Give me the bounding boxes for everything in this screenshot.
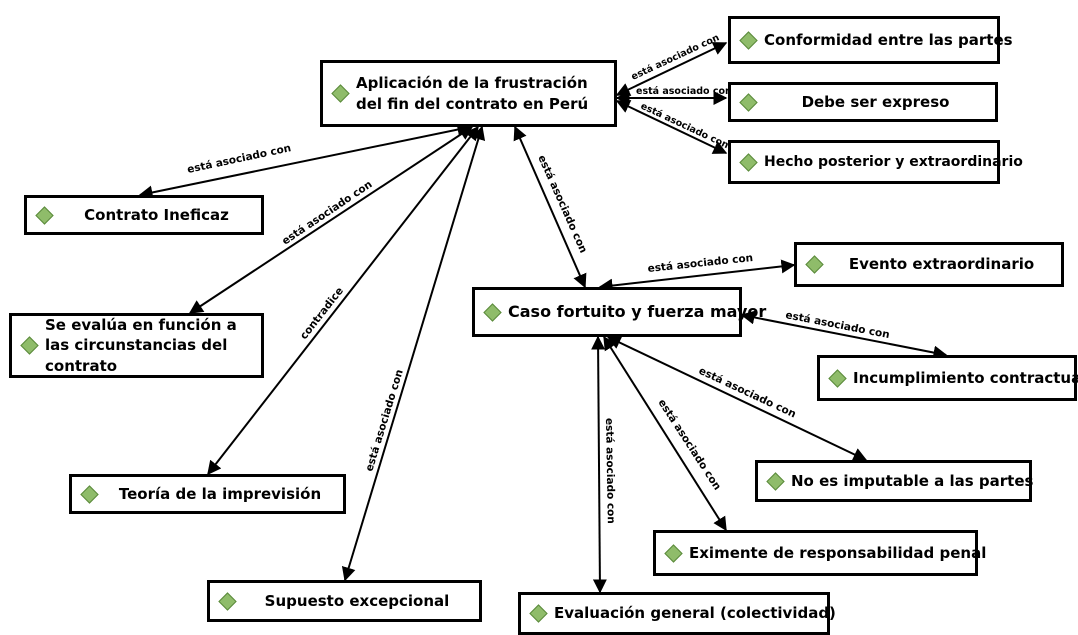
node-evaluacion-general[interactable]: Evaluación general (colectividad) <box>518 592 836 635</box>
node-incumplimiento[interactable]: Incumplimiento contractual <box>817 355 1078 401</box>
diamond-icon <box>664 543 683 563</box>
edge-label: está asociado con <box>784 309 890 341</box>
node-teoria-imprevision[interactable]: Teoría de la imprevisión <box>69 474 346 514</box>
edge-label: está asociado con <box>186 142 292 176</box>
edge-label: está asociado con <box>603 418 617 524</box>
node-no-imputable[interactable]: No es imputable a las partes <box>755 460 1034 502</box>
node-caso-fortuito[interactable]: Caso fortuito y fuerza mayor <box>472 287 766 337</box>
node-label: Aplicación de la frustración del fin del… <box>356 74 589 113</box>
edge-caso-evento <box>598 259 796 293</box>
diamond-icon <box>739 92 758 112</box>
node-label: Caso fortuito y fuerza mayor <box>508 302 767 322</box>
node-label: Hecho posterior y extraordinario <box>764 153 1023 170</box>
edge-label: está asociado con <box>280 178 374 247</box>
edge-label: está asociado con <box>630 32 722 83</box>
diamond-icon <box>805 255 824 274</box>
node-label: No es imputable a las partes <box>791 471 1034 490</box>
node-label: Eximente de responsabilidad penal <box>689 543 987 562</box>
diamond-icon <box>483 302 502 322</box>
node-circunstancias[interactable]: Se evalúa en función a las circunstancia… <box>9 313 264 378</box>
node-label: Conformidad entre las partes <box>764 30 1013 49</box>
edge-aplicacion-caso <box>513 125 587 289</box>
node-evento-extraordinario[interactable]: Evento extraordinario <box>794 242 1064 287</box>
node-hecho-posterior[interactable]: Hecho posterior y extraordinario <box>728 140 1023 184</box>
diamond-icon <box>739 152 758 172</box>
node-label: Se evalúa en función a las circunstancia… <box>45 316 237 375</box>
diamond-icon <box>20 336 39 355</box>
node-conformidad[interactable]: Conformidad entre las partes <box>728 16 1013 64</box>
edge-label: está asociado con <box>697 365 798 421</box>
edge-caso-eximente <box>603 335 727 532</box>
node-aplicacion-frustracion[interactable]: Aplicación de la frustración del fin del… <box>320 60 617 127</box>
node-eximente[interactable]: Eximente de responsabilidad penal <box>653 530 986 576</box>
edge-label: está asociado con <box>636 86 732 97</box>
node-label: Evento extraordinario <box>848 255 1035 274</box>
node-label: Incumplimiento contractual <box>853 368 1078 387</box>
edge-label: está asociado con <box>639 101 731 152</box>
diamond-icon <box>35 205 54 225</box>
node-debe-ser-expreso[interactable]: Debe ser expreso <box>728 82 998 122</box>
edge-label: está asociado con <box>535 153 589 255</box>
edge-label: está asociado con <box>363 368 405 473</box>
edge-caso-incumplimiento <box>740 310 948 360</box>
node-supuesto-excepcional[interactable]: Supuesto excepcional <box>207 580 482 622</box>
edge-label: contradice <box>298 285 346 342</box>
edge-aplicacion-hecho <box>615 100 728 154</box>
node-label: Supuesto excepcional <box>264 591 450 610</box>
diamond-icon <box>331 84 350 103</box>
edge-label: está asociado con <box>655 397 723 492</box>
edge-aplicacion-imprevision <box>207 125 479 476</box>
diamond-icon <box>766 471 785 491</box>
node-label: Evaluación general (colectividad) <box>554 604 836 623</box>
node-label: Teoría de la imprevisión <box>118 484 322 503</box>
diamond-icon <box>739 30 758 50</box>
diamond-icon <box>529 604 548 623</box>
node-label: Contrato Ineficaz <box>84 205 229 224</box>
node-contrato-ineficaz[interactable]: Contrato Ineficaz <box>24 195 264 235</box>
edge-aplicacion-conformidad <box>615 42 728 96</box>
node-label: Debe ser expreso <box>801 92 950 111</box>
edge-aplicacion-supuesto <box>341 125 486 582</box>
edge-caso-evaluacion <box>591 335 607 594</box>
diamond-icon <box>80 484 99 504</box>
diamond-icon <box>218 591 237 611</box>
diamond-icon <box>828 368 847 388</box>
